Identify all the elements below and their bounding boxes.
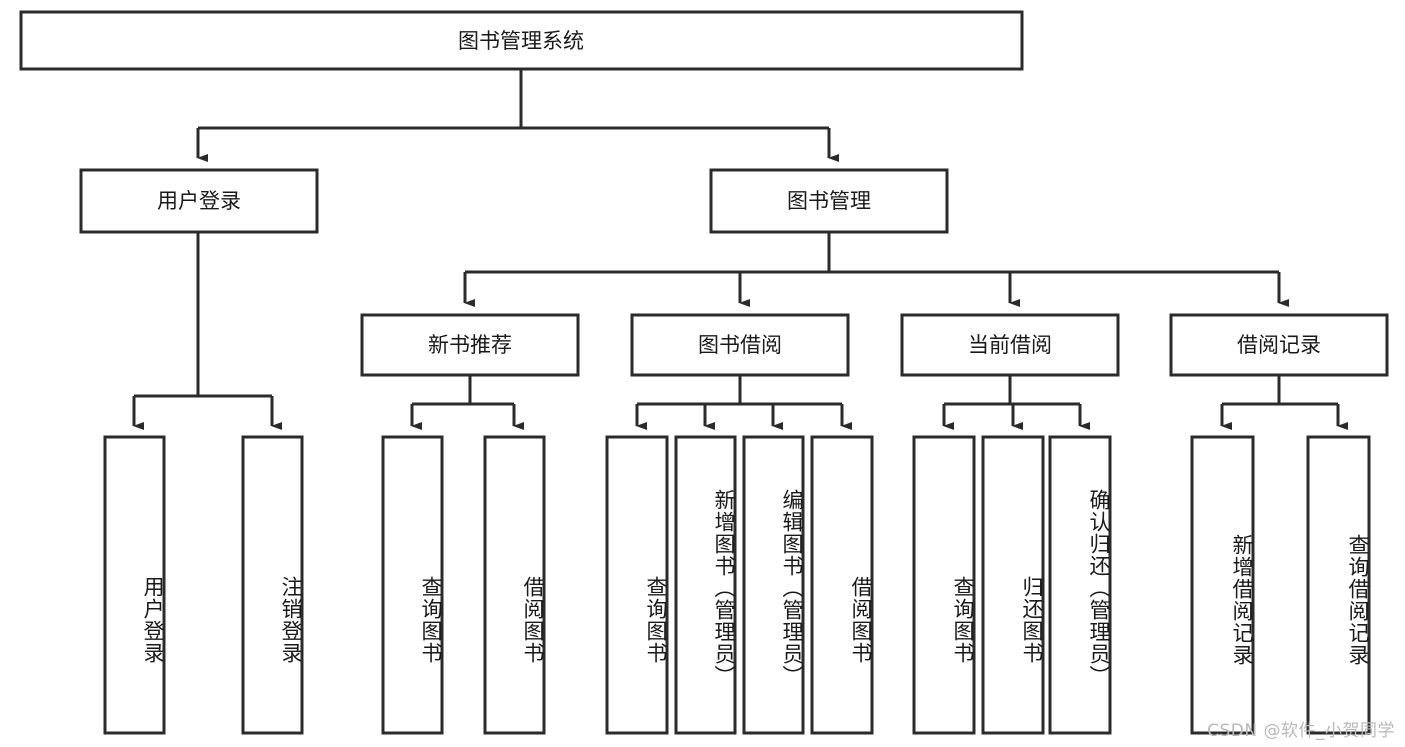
node-new-book-recommend-label: 新书推荐 xyxy=(428,333,512,357)
node-book-management-box[interactable] xyxy=(709,168,949,234)
node-leaf-query-book-3-box[interactable] xyxy=(912,435,976,735)
node-new-book-recommend-box[interactable] xyxy=(360,313,580,377)
node-root-label: 图书管理系统 xyxy=(458,29,584,53)
node-leaf-borrow-book-2-box[interactable] xyxy=(810,435,874,735)
node-borrow-record-label: 借阅记录 xyxy=(1237,333,1321,357)
node-user-login-label: 用户登录 xyxy=(157,189,241,213)
node-leaf-logout-login-box[interactable] xyxy=(241,435,304,735)
node-leaf-add-book-box[interactable] xyxy=(674,435,737,735)
node-current-borrow-label: 当前借阅 xyxy=(968,333,1052,357)
node-book-borrow-box[interactable] xyxy=(630,313,850,377)
node-leaf-confirm-return-box[interactable] xyxy=(1048,435,1112,735)
node-book-management-label: 图书管理 xyxy=(787,189,871,213)
node-leaf-query-record-box[interactable] xyxy=(1306,435,1371,735)
node-book-borrow-label: 图书借阅 xyxy=(698,333,782,357)
node-leaf-user-login-box[interactable] xyxy=(103,435,166,735)
watermark-text: CSDN @软件_小贺同学 xyxy=(1207,721,1395,741)
node-leaf-edit-book-box[interactable] xyxy=(742,435,805,735)
node-leaf-return-book-box[interactable] xyxy=(981,435,1045,735)
node-leaf-query-book-2-box[interactable] xyxy=(605,435,669,735)
node-leaf-borrow-book-1-box[interactable] xyxy=(483,435,546,735)
node-leaf-add-record-box[interactable] xyxy=(1190,435,1255,735)
node-root-box[interactable] xyxy=(19,10,1024,71)
node-current-borrow-box[interactable] xyxy=(900,313,1120,377)
node-leaf-query-book-1-box[interactable] xyxy=(381,435,444,735)
node-borrow-record-box[interactable] xyxy=(1169,313,1389,377)
